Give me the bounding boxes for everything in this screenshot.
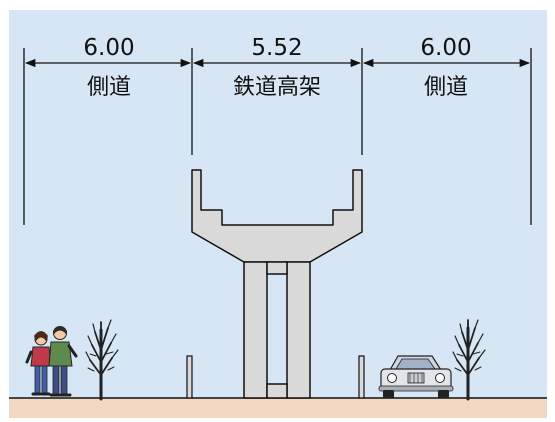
fence-post-right <box>358 355 365 399</box>
bare-tree-icon <box>452 319 486 401</box>
dim-value-right: 6.00 <box>420 35 471 61</box>
walking-couple-icon <box>25 326 78 397</box>
viaduct-pier-right <box>286 261 311 399</box>
bare-tree-icon <box>85 319 119 401</box>
viaduct-pier-left <box>243 261 268 399</box>
dim-label-left: 側道 <box>87 75 131 100</box>
dim-value-left: 6.00 <box>83 35 134 61</box>
viaduct-pier-beam-top <box>266 261 288 275</box>
viaduct-pier-beam-bottom <box>266 383 288 399</box>
ground <box>9 398 547 418</box>
fence-post-left <box>186 355 193 399</box>
dim-label-right: 側道 <box>424 75 468 100</box>
dim-value-center: 5.52 <box>251 35 302 61</box>
sedan-car-icon <box>378 355 454 398</box>
dim-label-center: 鉄道高架 <box>233 75 321 100</box>
sky-background <box>9 10 547 418</box>
